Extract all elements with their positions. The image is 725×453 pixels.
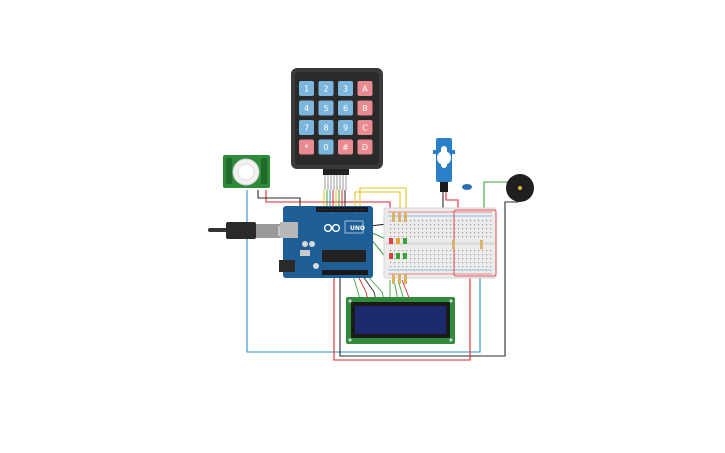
breadboard [383, 207, 497, 279]
keypad-key-label: 3 [343, 85, 348, 94]
keypad-key-2[interactable]: 2 [318, 81, 334, 96]
keypad-key-label: 2 [323, 85, 328, 94]
buzzer [506, 174, 534, 202]
keypad: 1 2 3 A 4 5 6 B 7 8 9 C * 0 # D [291, 68, 383, 190]
breadboard-holes [390, 220, 492, 268]
wire-red-pir [265, 190, 391, 212]
wire-blue-pir [246, 190, 481, 353]
arduino-logo-icon [323, 223, 341, 233]
keypad-key-4[interactable]: 4 [299, 100, 314, 116]
keypad-key-8[interactable]: 8 [318, 120, 334, 135]
keypad-key-label: 9 [343, 124, 348, 133]
keypad-key-label: 0 [323, 143, 328, 152]
wire-black-pir [257, 190, 301, 208]
keypad-ribbon [323, 190, 346, 206]
keypad-key-D[interactable]: D [357, 139, 373, 155]
keypad-key-star[interactable]: * [299, 139, 314, 155]
resistors [392, 212, 483, 284]
keypad-keys: 1 2 3 A 4 5 6 B 7 8 9 C * 0 # D [299, 81, 373, 155]
keypad-key-C[interactable]: C [357, 120, 373, 135]
wire-red-bottom [333, 214, 471, 361]
keypad-key-3[interactable]: 3 [338, 81, 353, 96]
keypad-key-A[interactable]: A [357, 81, 373, 96]
keypad-key-label: 6 [343, 104, 348, 113]
pir-sensor [223, 155, 270, 188]
keypad-key-label: 7 [304, 124, 309, 133]
keypad-key-B[interactable]: B [357, 100, 373, 116]
arduino-brand: UNO [350, 225, 365, 232]
keypad-key-9[interactable]: 9 [338, 120, 353, 135]
keypad-key-hash[interactable]: # [338, 139, 353, 155]
keypad-key-label: 5 [323, 104, 328, 113]
leds [389, 238, 407, 259]
keypad-key-label: C [362, 124, 368, 133]
keypad-key-label: 4 [304, 104, 309, 113]
wire-yellow-1 [359, 187, 407, 212]
servo-motor [433, 138, 455, 192]
keypad-key-label: # [342, 143, 349, 152]
keypad-key-label: 8 [323, 124, 328, 133]
usb-cable [208, 222, 292, 239]
keypad-key-6[interactable]: 6 [338, 100, 353, 116]
keypad-key-label: * [305, 143, 309, 152]
keypad-key-5[interactable]: 5 [318, 100, 334, 116]
keypad-connector [323, 169, 349, 175]
wire-yellow-2 [354, 191, 401, 212]
keypad-key-label: A [362, 85, 368, 94]
keypad-key-0[interactable]: 0 [318, 139, 334, 155]
keypad-key-label: D [362, 143, 368, 152]
keypad-key-label: B [362, 104, 368, 113]
lcd-display [346, 297, 455, 344]
keypad-key-label: 1 [304, 85, 309, 94]
potentiometer [462, 184, 472, 190]
keypad-key-1[interactable]: 1 [299, 81, 314, 96]
keypad-key-7[interactable]: 7 [299, 120, 314, 135]
arduino-board: UNO [279, 206, 373, 278]
